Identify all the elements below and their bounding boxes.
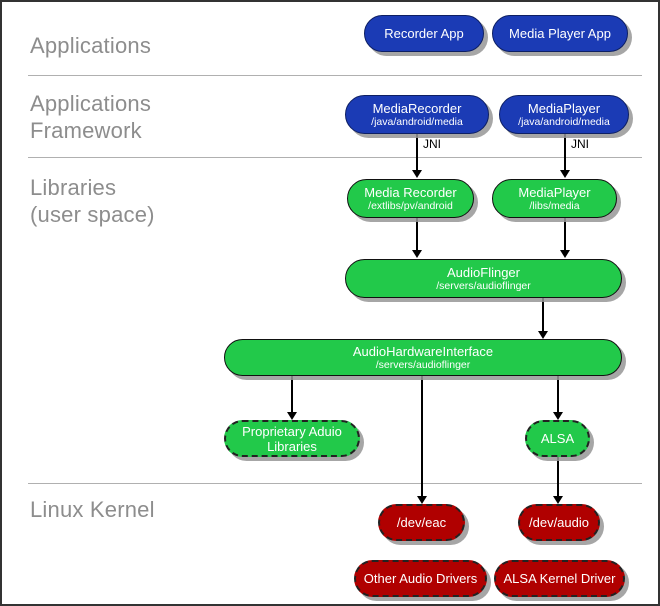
node-recorder-app[interactable]: Recorder App	[364, 15, 484, 52]
connector-audioflinger-audiohardwareinterface	[542, 298, 544, 335]
node-alsa[interactable]: ALSA	[525, 420, 590, 457]
arrowhead-mediarecorder-audioflinger	[412, 250, 422, 258]
node-media-player-app-title: Media Player App	[509, 26, 611, 41]
node-media-player-app[interactable]: Media Player App	[492, 15, 628, 52]
node-mediarecorder-framework-title: MediaRecorder	[372, 101, 462, 116]
connector-mediaplayer-jni	[564, 134, 566, 174]
node-other-audio-drivers-title: Other Audio Drivers	[363, 571, 478, 586]
node-mediaplayer-framework-path: /java/android/media	[518, 116, 610, 128]
connector-ahi-dev-eac	[421, 375, 423, 500]
section-label-applications: Applications	[30, 33, 152, 58]
divider-framework	[28, 157, 642, 158]
edge-label-jni-right: JNI	[571, 137, 589, 151]
node-mediaplayer-framework[interactable]: MediaPlayer /java/android/media	[499, 95, 629, 134]
node-alsa-kernel-driver[interactable]: ALSA Kernel Driver	[494, 560, 625, 597]
arrowhead-ahi-proprietary	[287, 412, 297, 420]
node-mediarecorder-framework-path: /java/android/media	[371, 116, 463, 128]
arrowhead-mediaplayer-audioflinger	[560, 250, 570, 258]
node-media-player-library[interactable]: MediaPlayer /libs/media	[492, 179, 617, 218]
connector-mediaplayer-audioflinger	[564, 218, 566, 254]
node-proprietary-audio-libraries-line2: Libraries	[267, 438, 317, 454]
arrowhead-alsa-dev-audio	[553, 496, 563, 504]
node-dev-eac[interactable]: /dev/eac	[378, 504, 465, 541]
node-media-recorder-library-title: Media Recorder	[364, 185, 457, 200]
node-dev-eac-title: /dev/eac	[396, 515, 447, 530]
node-audiohardwareinterface-title: AudioHardwareInterface	[352, 344, 494, 359]
connector-mediarecorder-jni	[416, 134, 418, 174]
node-mediaplayer-framework-title: MediaPlayer	[527, 101, 601, 116]
divider-kernel	[28, 483, 642, 484]
arrowhead-mediaplayer-jni	[560, 170, 570, 178]
connector-ahi-alsa	[557, 375, 559, 416]
node-audioflinger-title: AudioFlinger	[447, 265, 520, 280]
node-alsa-kernel-driver-title: ALSA Kernel Driver	[503, 571, 616, 586]
edge-label-jni-left: JNI	[423, 137, 441, 151]
node-dev-audio[interactable]: /dev/audio	[518, 504, 600, 541]
section-label-applications-framework: Applications Framework	[30, 91, 152, 143]
node-alsa-title: ALSA	[540, 431, 575, 446]
node-recorder-app-title: Recorder App	[384, 26, 464, 41]
node-proprietary-audio-libraries[interactable]: Proprietary Aduio Libraries	[224, 420, 360, 457]
section-label-libraries: Libraries (user space)	[30, 175, 155, 227]
divider-applications	[28, 75, 642, 76]
connector-ahi-proprietary	[291, 375, 293, 416]
node-media-recorder-library-path: /extlibs/pv/android	[368, 200, 453, 212]
connector-alsa-dev-audio	[557, 456, 559, 500]
node-proprietary-audio-libraries-line1: Proprietary Aduio	[242, 423, 342, 439]
arrowhead-audioflinger-audiohardwareinterface	[538, 331, 548, 339]
node-media-player-library-title: MediaPlayer	[518, 185, 591, 200]
node-audiohardwareinterface[interactable]: AudioHardwareInterface /servers/audiofli…	[224, 339, 622, 376]
node-audiohardwareinterface-path: /servers/audioflinger	[375, 359, 471, 371]
node-audioflinger-path: /servers/audioflinger	[436, 280, 531, 292]
node-other-audio-drivers[interactable]: Other Audio Drivers	[354, 560, 487, 597]
node-mediarecorder-framework[interactable]: MediaRecorder /java/android/media	[345, 95, 489, 134]
arrowhead-mediarecorder-jni	[412, 170, 422, 178]
arrowhead-ahi-alsa	[553, 412, 563, 420]
node-audioflinger[interactable]: AudioFlinger /servers/audioflinger	[345, 259, 622, 298]
connector-mediarecorder-audioflinger	[416, 218, 418, 254]
node-dev-audio-title: /dev/audio	[529, 515, 589, 530]
node-media-recorder-library[interactable]: Media Recorder /extlibs/pv/android	[347, 179, 474, 218]
section-label-linux-kernel: Linux Kernel	[30, 497, 155, 522]
arrowhead-ahi-dev-eac	[417, 496, 427, 504]
node-media-player-library-path: /libs/media	[529, 200, 580, 212]
